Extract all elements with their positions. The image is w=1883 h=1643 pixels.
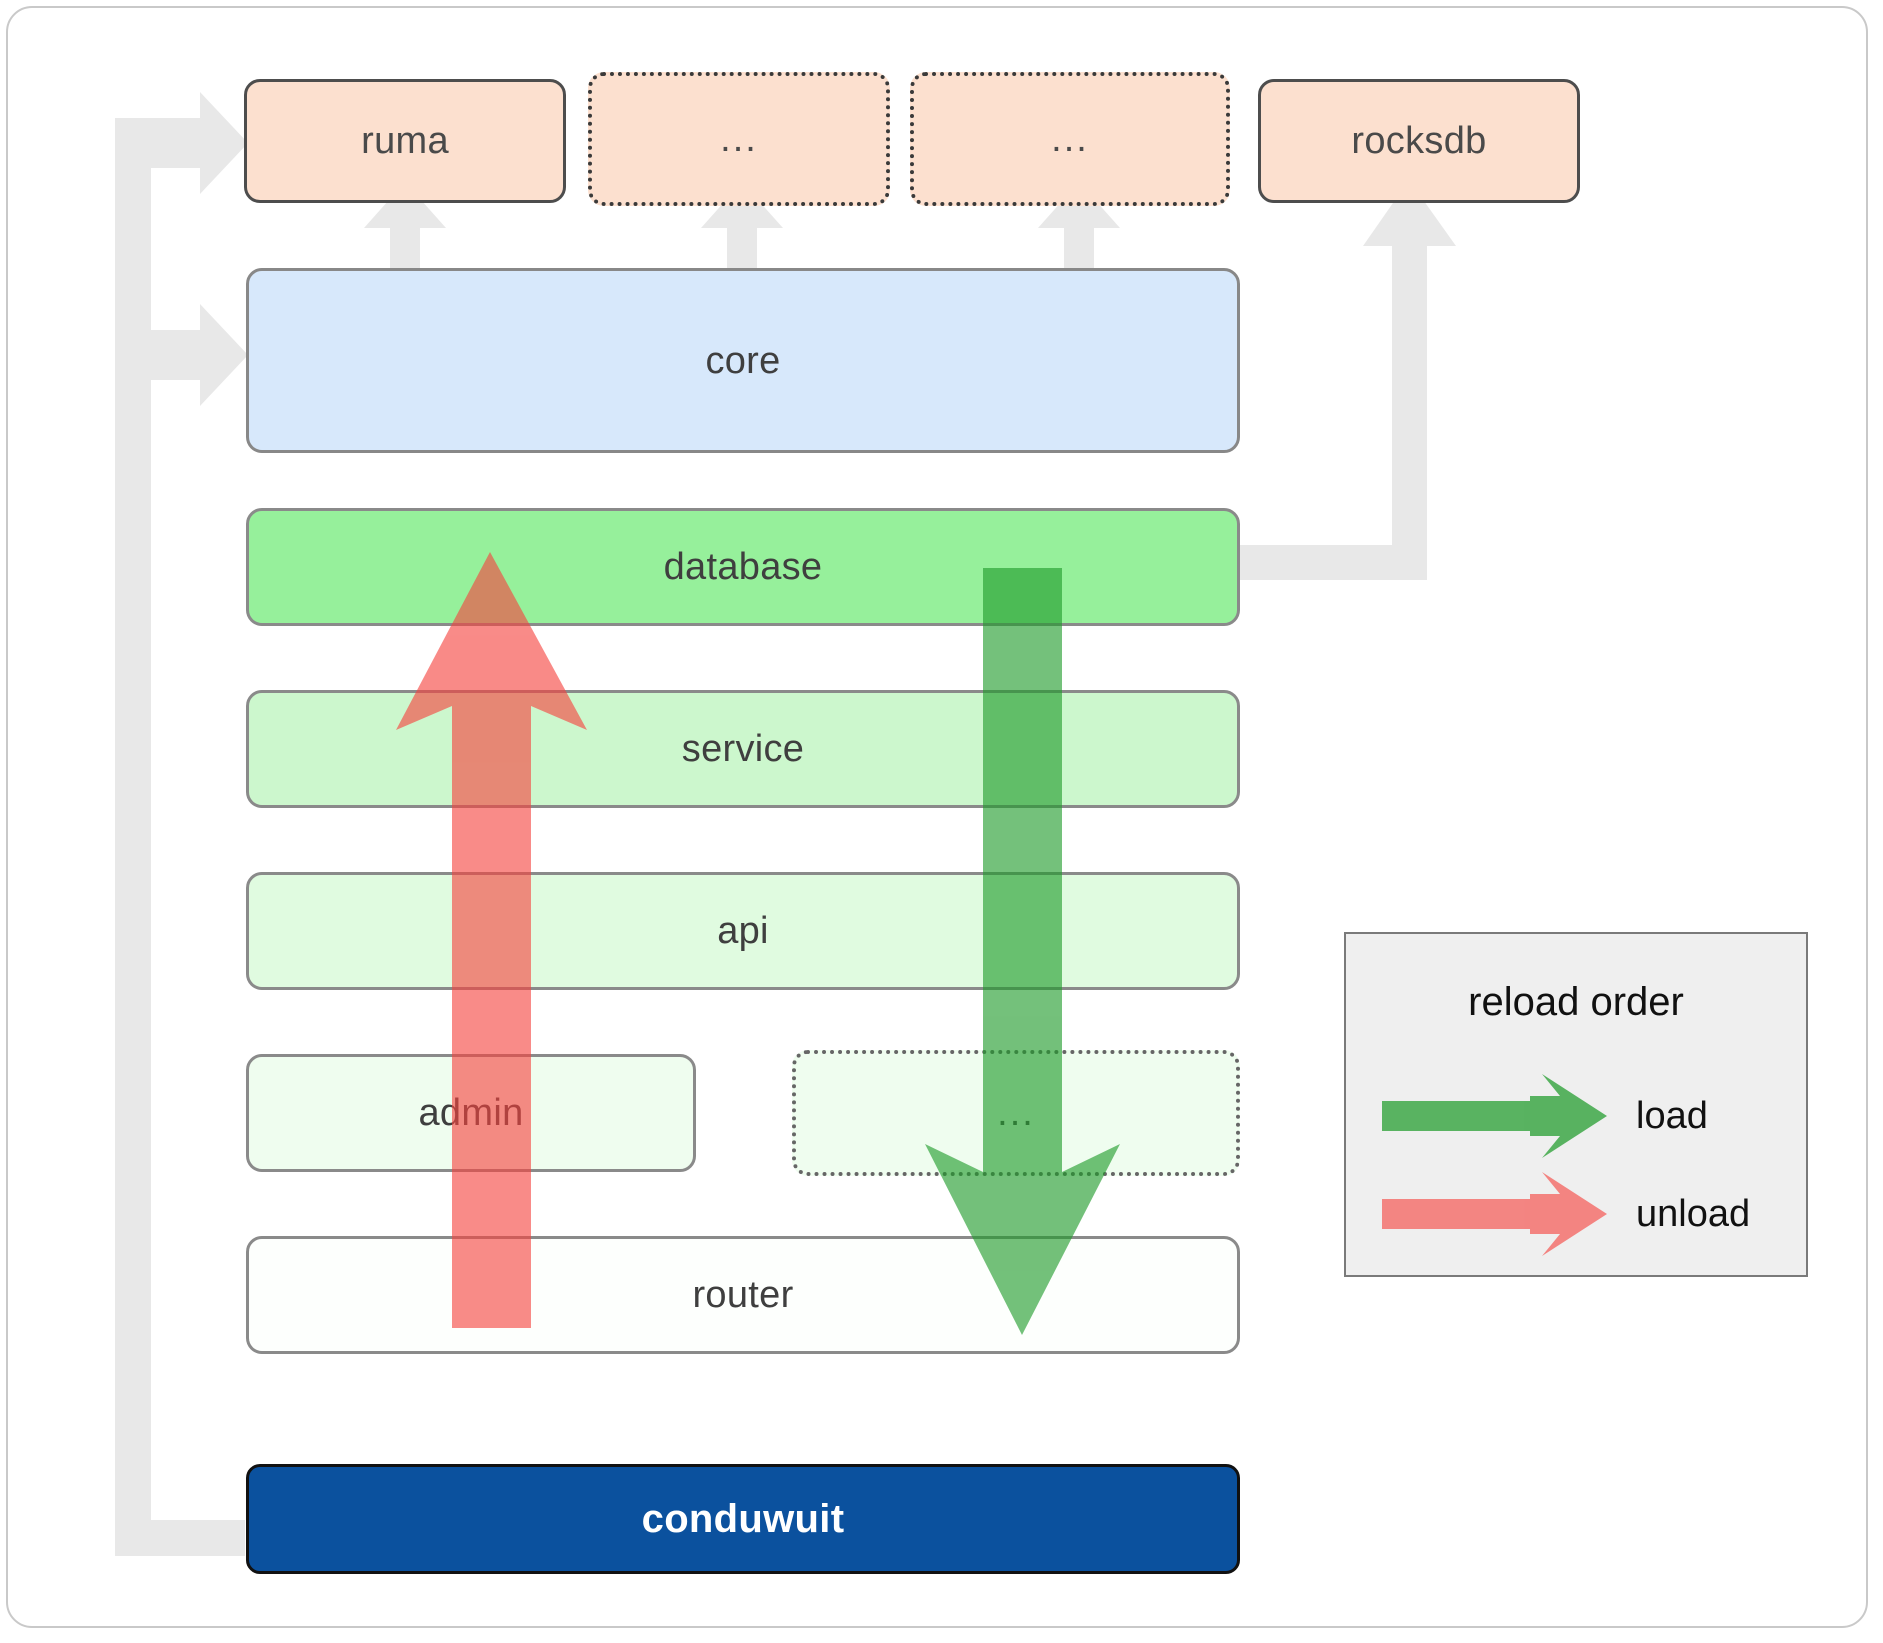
- node-more-label: ...: [997, 1091, 1035, 1134]
- node-conduwuit-label: conduwuit: [641, 1497, 845, 1541]
- legend-unload-label: unload: [1636, 1192, 1751, 1235]
- legend-load-label: load: [1636, 1094, 1708, 1137]
- legend-item-unload: unload: [1382, 1172, 1750, 1256]
- node-dep-2-label: ...: [720, 117, 758, 160]
- node-router[interactable]: router: [246, 1236, 1240, 1354]
- node-core[interactable]: core: [246, 268, 1240, 453]
- node-service-label: service: [681, 728, 805, 770]
- node-rocksdb[interactable]: rocksdb: [1258, 79, 1580, 203]
- node-dep-2[interactable]: ...: [588, 72, 890, 206]
- node-more[interactable]: ...: [792, 1050, 1240, 1176]
- node-dep-3-label: ...: [1051, 117, 1089, 160]
- diagram-frame: [6, 6, 1868, 1628]
- legend-item-load: load: [1382, 1074, 1708, 1158]
- node-api-label: api: [717, 910, 769, 952]
- node-rocksdb-label: rocksdb: [1351, 120, 1487, 162]
- node-admin[interactable]: admin: [246, 1054, 696, 1172]
- node-core-label: core: [705, 339, 781, 382]
- node-service[interactable]: service: [246, 690, 1240, 808]
- node-conduwuit[interactable]: conduwuit: [246, 1464, 1240, 1574]
- node-api[interactable]: api: [246, 872, 1240, 990]
- node-database-label: database: [663, 546, 823, 588]
- load-arrow-icon: [1382, 1074, 1607, 1158]
- node-ruma[interactable]: ruma: [244, 79, 566, 203]
- node-router-label: router: [692, 1274, 794, 1316]
- legend-box: reload order load unload: [1344, 932, 1808, 1277]
- node-admin-label: admin: [418, 1092, 524, 1134]
- node-ruma-label: ruma: [361, 120, 449, 162]
- node-database[interactable]: database: [246, 508, 1240, 626]
- node-dep-3[interactable]: ...: [910, 72, 1230, 206]
- legend-title: reload order: [1468, 980, 1684, 1024]
- unload-arrow-icon: [1382, 1172, 1607, 1256]
